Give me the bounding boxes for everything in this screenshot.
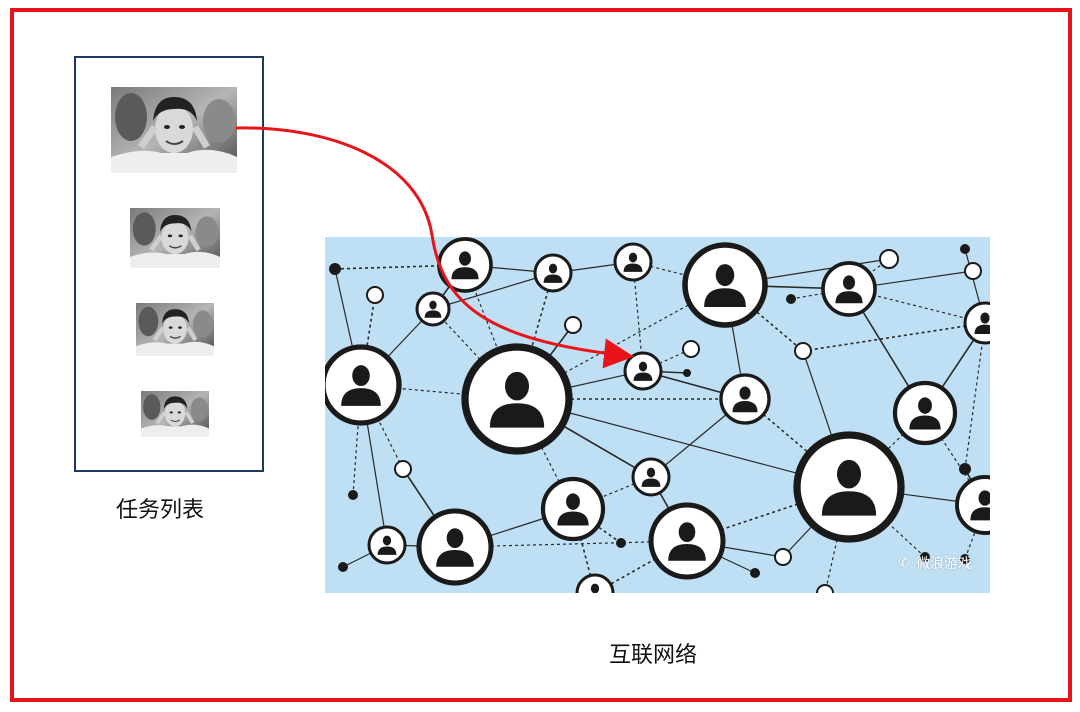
network-edge (360, 384, 404, 470)
task-thumbnail-2 (130, 208, 220, 268)
network-user-node (719, 373, 771, 425)
network-empty-node (879, 249, 899, 269)
network-user-node (325, 344, 402, 426)
network-dot-node (348, 490, 358, 500)
task-list-caption: 任务列表 (116, 498, 205, 523)
wechat-icon: ✆ (898, 555, 910, 571)
task-list-panel (74, 56, 264, 472)
network-user-node (613, 242, 653, 282)
network-user-node (682, 242, 768, 328)
network-user-node (955, 475, 990, 535)
network-edge (454, 540, 688, 548)
network-dot-node (329, 263, 341, 275)
network-dot-node (959, 463, 971, 475)
network-dot-node (616, 538, 626, 548)
network-empty-node (564, 316, 582, 334)
network-graph (325, 237, 990, 593)
task-thumbnail-1 (111, 87, 237, 173)
network-user-node (540, 476, 606, 542)
network-edge (724, 284, 804, 352)
network-user-node (793, 431, 905, 543)
network-dot-node (960, 244, 970, 254)
network-user-node (631, 457, 671, 497)
network-empty-node (366, 286, 384, 304)
network-empty-node (964, 262, 982, 280)
network-dot-node (338, 562, 348, 572)
network-dot-node (920, 552, 930, 562)
network-edge (744, 398, 850, 488)
task-thumbnail-4 (141, 391, 209, 437)
network-user-node (533, 253, 573, 293)
task-thumbnail-3 (136, 303, 214, 356)
network-user-node (575, 573, 615, 593)
network-edge (964, 322, 986, 470)
network-user-node (367, 525, 407, 565)
network-user-node (821, 261, 877, 317)
network-user-node (892, 380, 958, 446)
network-dot-node (683, 369, 691, 377)
network-empty-node (794, 342, 812, 360)
network-user-node (623, 351, 663, 391)
network-user-node (461, 343, 573, 455)
watermark-text: 微浪游戏 (916, 556, 972, 572)
network-empty-node (816, 584, 834, 593)
network-empty-node (394, 460, 412, 478)
network-user-node (648, 502, 726, 580)
network-dot-node (750, 568, 760, 578)
network-user-node (415, 291, 451, 327)
network-user-node (963, 301, 990, 345)
network-dot-node (786, 294, 796, 304)
network-edge (802, 322, 986, 352)
network-edge (848, 288, 986, 324)
network-user-node (437, 237, 493, 293)
outer-red-frame (10, 8, 1072, 702)
network-user-node (416, 508, 494, 586)
network-edge (516, 398, 850, 488)
network-empty-node (682, 340, 700, 358)
watermark: ✆ 微浪游戏 (898, 553, 972, 573)
network-empty-node (774, 548, 792, 566)
network-dot-node (960, 554, 970, 564)
network-image: ✆ 微浪游戏 (325, 237, 990, 593)
network-edge (686, 486, 850, 542)
network-caption: 互联网络 (609, 643, 698, 668)
